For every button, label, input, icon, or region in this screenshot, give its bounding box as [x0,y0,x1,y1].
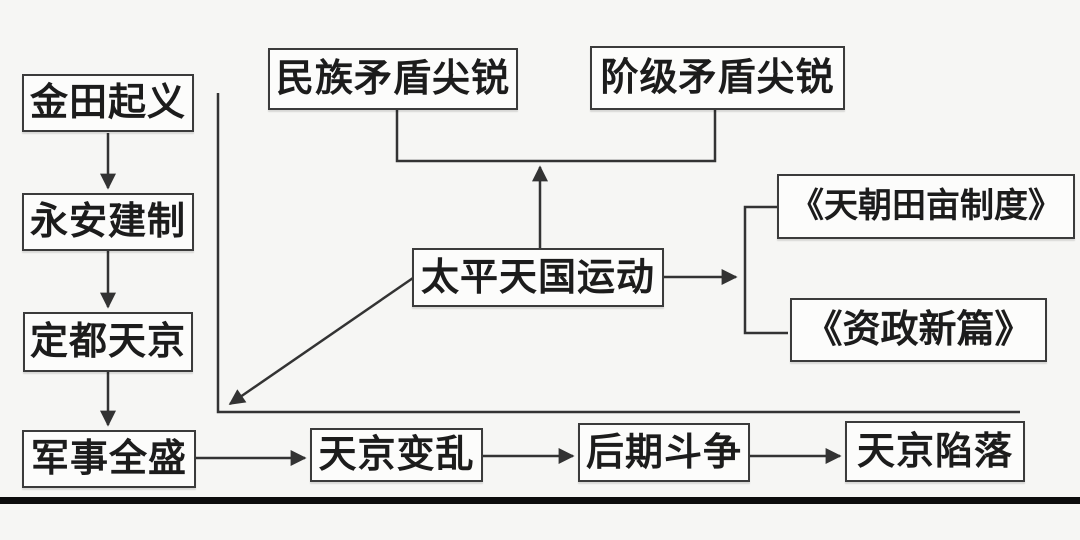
node-tianjing-bianluan: 天京变乱 [310,428,483,482]
process-timeline-line [216,93,1020,414]
node-jintian-qiyi: 金田起义 [22,74,194,132]
node-tianchao-tianmu: 《天朝田亩制度》 [777,174,1075,239]
node-taiping-tianguo: 太平天国运动 [412,248,664,307]
node-minzu-maodun: 民族矛盾尖锐 [268,48,518,110]
node-yongan-jianzhi: 永安建制 [22,193,194,251]
node-zizheng-xinpian: 《资政新篇》 [790,298,1047,362]
bracket-top-contradictions [395,110,717,163]
arrow-taiping-to-process [228,276,414,406]
bracket-right-documents [743,205,788,335]
node-houqi-douzheng: 后期斗争 [578,423,750,482]
bottom-divider-line [0,497,1080,504]
node-jieji-maodun: 阶级矛盾尖锐 [590,46,845,110]
node-tianjing-xianluo: 天京陷落 [845,421,1025,482]
node-dingdu-tianjing: 定都天京 [23,312,193,372]
node-junshi-quansheng: 军事全盛 [22,430,196,488]
